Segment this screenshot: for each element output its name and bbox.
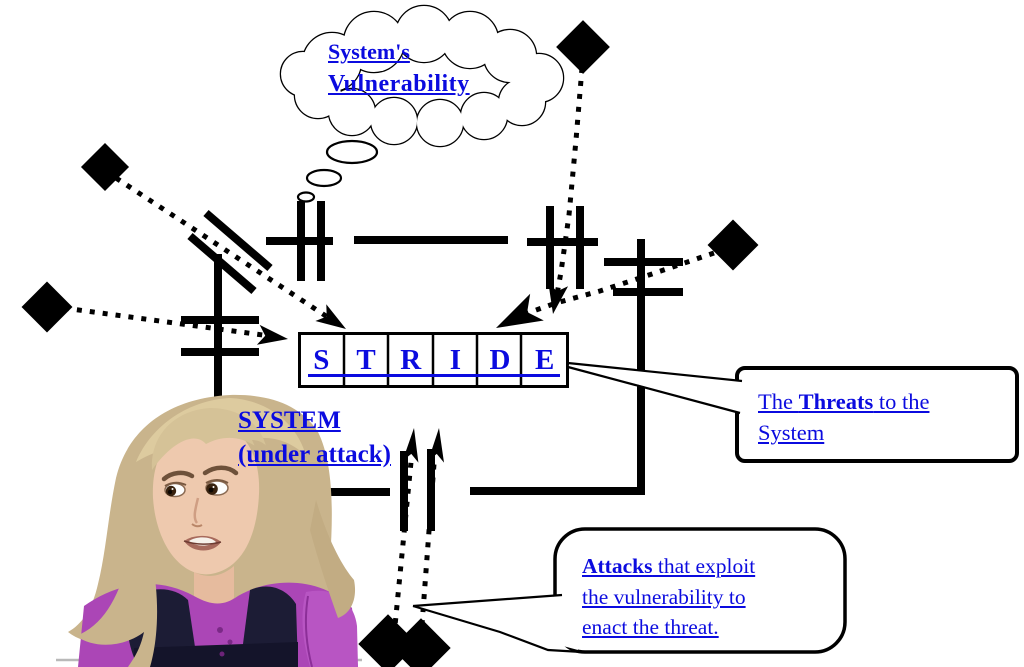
- callout-attacks: [412, 527, 847, 654]
- system-label-line1: SYSTEM: [238, 407, 341, 434]
- arrowhead-icon: [402, 428, 419, 463]
- barrier-left-side: [181, 316, 259, 356]
- dotted-arrow-left: [63, 305, 271, 339]
- barrier-top-right: [546, 206, 584, 289]
- barrier-top-center: [297, 201, 325, 281]
- attacks-line2: the vulnerability to: [582, 584, 746, 609]
- threats-line1: The Threats to the: [758, 389, 930, 414]
- arrowhead-icon: [256, 324, 288, 345]
- stride-box: [298, 332, 569, 388]
- meme-girl-figure: [68, 394, 358, 667]
- attacks-line3: enact the threat.: [582, 615, 719, 639]
- cloud-line1: System's: [328, 39, 410, 64]
- threats-line2: System: [758, 420, 825, 445]
- stride-letter-t: T: [356, 343, 376, 376]
- girl-eyebrow: [161, 470, 195, 482]
- attacks-callout-text: Attacks that exploit the vulnerability t…: [582, 551, 832, 643]
- girl-neck: [194, 566, 234, 606]
- stride-letter-s: S: [313, 343, 330, 376]
- thought-bubble-icon: [296, 191, 316, 203]
- arrowhead-icon: [496, 293, 544, 328]
- stride-letters: S T R I D E: [299, 334, 567, 386]
- arrowheads: [256, 282, 569, 463]
- girl-mouth: [183, 535, 222, 551]
- girl-face: [152, 423, 260, 575]
- barrier-right-side: [604, 258, 683, 296]
- arrowhead-icon: [428, 428, 445, 463]
- system-under-attack-label: SYSTEM (under attack): [238, 404, 448, 472]
- stride-letter-r: R: [400, 343, 422, 376]
- arrowhead-icon: [548, 282, 569, 314]
- thought-bubble-icon: [325, 139, 379, 165]
- cloud-text: System's Vulnerability: [328, 36, 568, 100]
- arrowhead-icon: [315, 304, 346, 329]
- cloud-line2: Vulnerability: [328, 71, 470, 97]
- stride-letter-d: D: [489, 343, 511, 376]
- threats-callout-text: The Threats to the System: [758, 386, 1010, 448]
- stride-letter-i: I: [449, 343, 461, 376]
- system-label-line2: (under attack): [238, 441, 392, 468]
- girl-eyes: [164, 479, 229, 498]
- girl-eyebrow: [202, 465, 239, 476]
- attack-diamond-icon: [80, 142, 130, 192]
- stride-letter-e: E: [535, 343, 555, 376]
- girl-nose: [193, 497, 200, 524]
- barrier-top-left-diagonal: [187, 209, 273, 295]
- dotted-arrow-bottom-1: [391, 461, 414, 637]
- thought-bubble-icon: [305, 168, 343, 188]
- dotted-arrow-right: [521, 250, 715, 318]
- thought-cloud: [279, 4, 565, 203]
- dotted-arrow-top-left: [114, 175, 334, 323]
- dotted-arrow-top-right: [553, 67, 585, 301]
- attacks-line1: Attacks that exploit: [582, 554, 756, 578]
- callout-threats: [567, 361, 1019, 463]
- attack-diamond-icon: [707, 219, 759, 271]
